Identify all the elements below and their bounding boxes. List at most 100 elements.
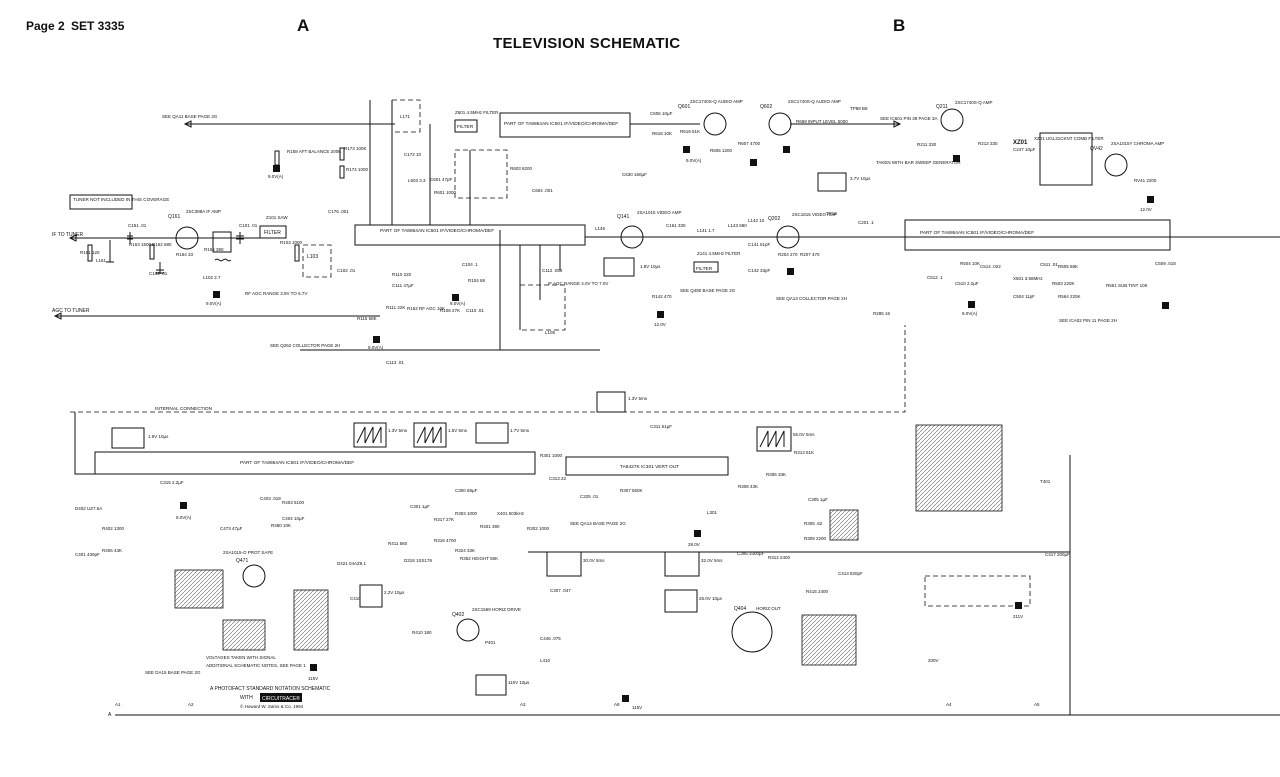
if-to-tuner-label: IF TO TUNER (52, 232, 84, 238)
see-qa11: SEE QA11 BASE PAGE 2G (162, 114, 218, 119)
scope-11-label: 25.0V 10µs (699, 596, 723, 601)
with-label: WITH (240, 695, 253, 701)
l161-label: L161 (96, 258, 107, 263)
x501-label: X501 3.58MHz (1013, 276, 1044, 281)
r659-label: R659 INPUT LEVEL 5000 (796, 119, 848, 124)
q202-label: Q202 (768, 216, 780, 222)
c401-label: C401 430pF (75, 552, 100, 557)
c104-label: C104 .1 (462, 262, 478, 267)
tp12-label: TP12 (826, 211, 837, 216)
r142-supply: 12.0V (654, 322, 666, 327)
r411-label: R411 560 (388, 541, 408, 546)
q161-supply: 9.0V(A) (206, 301, 222, 306)
r564-label: R564 220K (1058, 294, 1081, 299)
see-q262: SEE Q262 COLLECTOR PAGE 2H (270, 343, 340, 348)
scope-4 (475, 422, 509, 444)
z101-saw-filter (259, 225, 287, 239)
vertical-deflection-section: TA8427K IC301 VERT OUT 55.0V 5ms C311 51… (528, 424, 1071, 715)
r212-label: R212 330 (978, 141, 998, 146)
tuner-note: TUNER NOT INCLUDED IN THIS COVERAGE (73, 197, 169, 202)
deflection-yoke (915, 424, 1003, 512)
q404-label: Q404 (734, 606, 746, 612)
c510-label: C510 2.2µF (955, 281, 979, 286)
agc-to-tuner-label: AGC TO TUNER (52, 308, 90, 314)
ic501-supply: 9.0V(A) (450, 301, 466, 306)
r204-label: R204 270 (778, 252, 798, 257)
scope-10 (475, 674, 507, 696)
l141-label: L141 1.7 (697, 228, 715, 233)
voltages-note: VOLTAGES TAKEN WITH SIGNAL (206, 655, 276, 660)
r158-label: R158 AFT BALANCE 200K (287, 149, 341, 154)
agc-section: AGC TO TUNER RF AGC RANGE 3.9V TO 6.7V S… (52, 114, 460, 365)
q404-desc: HORIZ OUT (756, 606, 781, 611)
r605-label: R605 1200 (710, 148, 733, 153)
scope-7-label: 30.0V 5ms (583, 558, 605, 563)
r619-label: R619 51K (680, 129, 700, 134)
see-qa14: SEE QA14 BASE PAGE 2G (570, 521, 626, 526)
yoke-supply: 211V (1013, 614, 1023, 619)
z141-label: Z141 4.5MHz FILTER (697, 251, 741, 256)
svg-text:FILTER: FILTER (264, 230, 281, 236)
ic301-vert-out (565, 456, 729, 476)
c313-label: R308 43K (738, 484, 758, 489)
q602-desc: 2SC1740S-Q AUDIO AMP (788, 99, 841, 104)
if-input-section: IF TO TUNER TUNER NOT INCLUDED IN THIS C… (52, 194, 356, 306)
ic501-top-label: PART OF TA8864AN IC501 IF/VIDEO/CHROMA/D… (380, 228, 494, 234)
rv41-label: RV41 2200 (1134, 178, 1157, 183)
r305-label: C413 820pF (838, 571, 863, 576)
svg-text:A5: A5 (1034, 702, 1040, 707)
q602-label: Q602 (760, 104, 772, 110)
rf-agc-range: RF AGC RANGE 3.9V TO 6.7V (245, 291, 307, 296)
pin-marker-9 (213, 291, 220, 298)
c514-label: C514 .022 (980, 264, 1001, 269)
d421-label: D421 04AZ9.1 (337, 561, 367, 566)
tuner-note-box (69, 194, 133, 210)
photofact-note: A PHOTOFACT STANDARD NOTATION SCHEMATIC (210, 686, 331, 692)
c151-label: C151 .01 (128, 223, 147, 228)
c473-label: C473 47µF (220, 526, 243, 531)
ic501-right-label: PART OF TA8864AN IC501 IF/VIDEO/CHROMA/D… (920, 230, 1034, 236)
baseline-marker-a: A (108, 712, 112, 718)
scope-q141-label: 1.8V 10µs (640, 264, 661, 269)
circuitrace-logo: CIRCUITRACE® (262, 695, 300, 702)
c300-label: C300 68µF (455, 488, 478, 493)
column-marker-b: B (893, 16, 906, 35)
c601-label: C601 47pF (430, 177, 453, 182)
scope-6 (756, 426, 792, 452)
r318-label: R318 4700 (434, 538, 457, 543)
svg-text:A4: A4 (946, 702, 952, 707)
ic501-sound-block (499, 112, 631, 138)
copyright: © Howard W. Sams & Co. 1994 (240, 703, 304, 709)
svg-text:A1: A1 (115, 702, 121, 707)
r601-label: R601 1000 (434, 190, 457, 195)
r108-label: R108 27K (440, 308, 460, 313)
c307-label: R305 .82 (804, 521, 823, 526)
r312-label: T401 (1040, 479, 1051, 484)
scope-4-label: 1.7V 5ms (510, 428, 530, 433)
l105-label: L105 (545, 330, 556, 335)
c315-supply: 9.0V(A) (176, 515, 192, 520)
r164-label: R164 33 (176, 252, 194, 257)
r103-label: R103 1000 (280, 240, 303, 245)
see-ica02: SEE ICA02 PIN 11 PAGE 2H (1059, 318, 1117, 323)
scope-8-label: 32.0V 5ms (701, 558, 723, 563)
z141-filter (693, 261, 719, 273)
q211-label: Q211 (936, 104, 948, 110)
c247-label: C247 10µF (1013, 147, 1036, 152)
r152-label: R152 RF AGC 10K (407, 306, 445, 311)
scope-6-label: 55.0V 5ms (793, 432, 815, 437)
c326-label: R307 560K (620, 488, 643, 493)
r607-label: R607 4700 (738, 141, 761, 146)
r285-label: R285 16 (873, 311, 891, 316)
xz01-label: XZ01 UGL31CKNT COMB FILTER (1034, 136, 1104, 141)
c511-label: C511 .01 (1040, 262, 1058, 267)
l102-label: L102 2.7 (203, 275, 221, 280)
c308-label: C325 .01 (580, 494, 599, 499)
q211-transistor (940, 108, 964, 132)
l301-label: R313 51K (794, 450, 814, 455)
r480-label: R480 10K (271, 523, 291, 528)
r406-label: R406 43K (102, 548, 122, 553)
c113-label: C113 .01 (386, 360, 404, 365)
r115-label: R115 68K (357, 316, 377, 321)
r163-resistor (149, 244, 155, 260)
